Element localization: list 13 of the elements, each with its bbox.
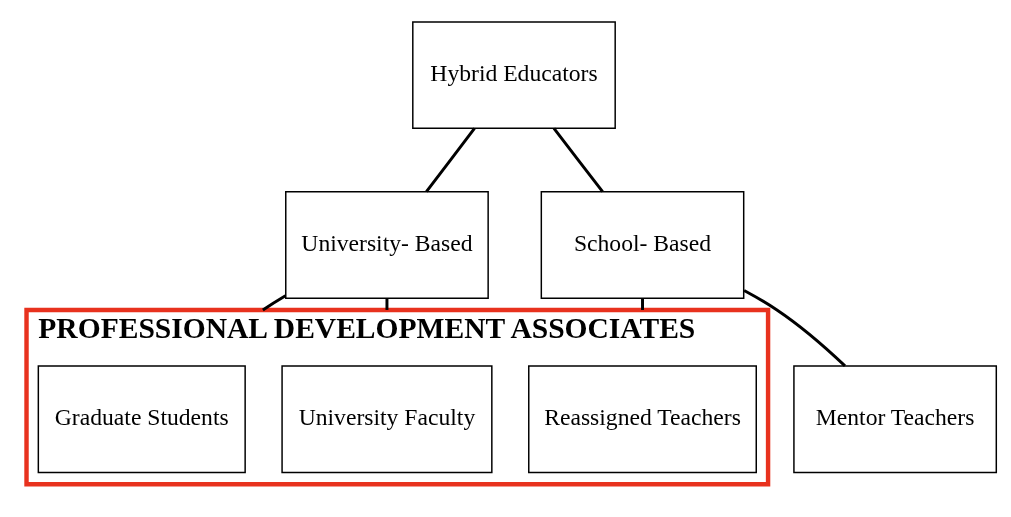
node-box: Mentor Teachers bbox=[793, 364, 998, 473]
node-box: University Faculty bbox=[281, 364, 493, 473]
node-box: Graduate Students bbox=[37, 364, 246, 473]
connector bbox=[385, 297, 389, 310]
connector bbox=[262, 293, 287, 311]
connector bbox=[552, 127, 604, 193]
connector bbox=[641, 297, 644, 310]
node-box: School- Based bbox=[540, 190, 745, 299]
connector bbox=[743, 288, 846, 367]
node-box: Reassigned Teachers bbox=[528, 364, 757, 473]
node-box: University- Based bbox=[285, 190, 489, 299]
connector bbox=[425, 127, 476, 192]
node-box: Hybrid Educators bbox=[412, 20, 616, 129]
